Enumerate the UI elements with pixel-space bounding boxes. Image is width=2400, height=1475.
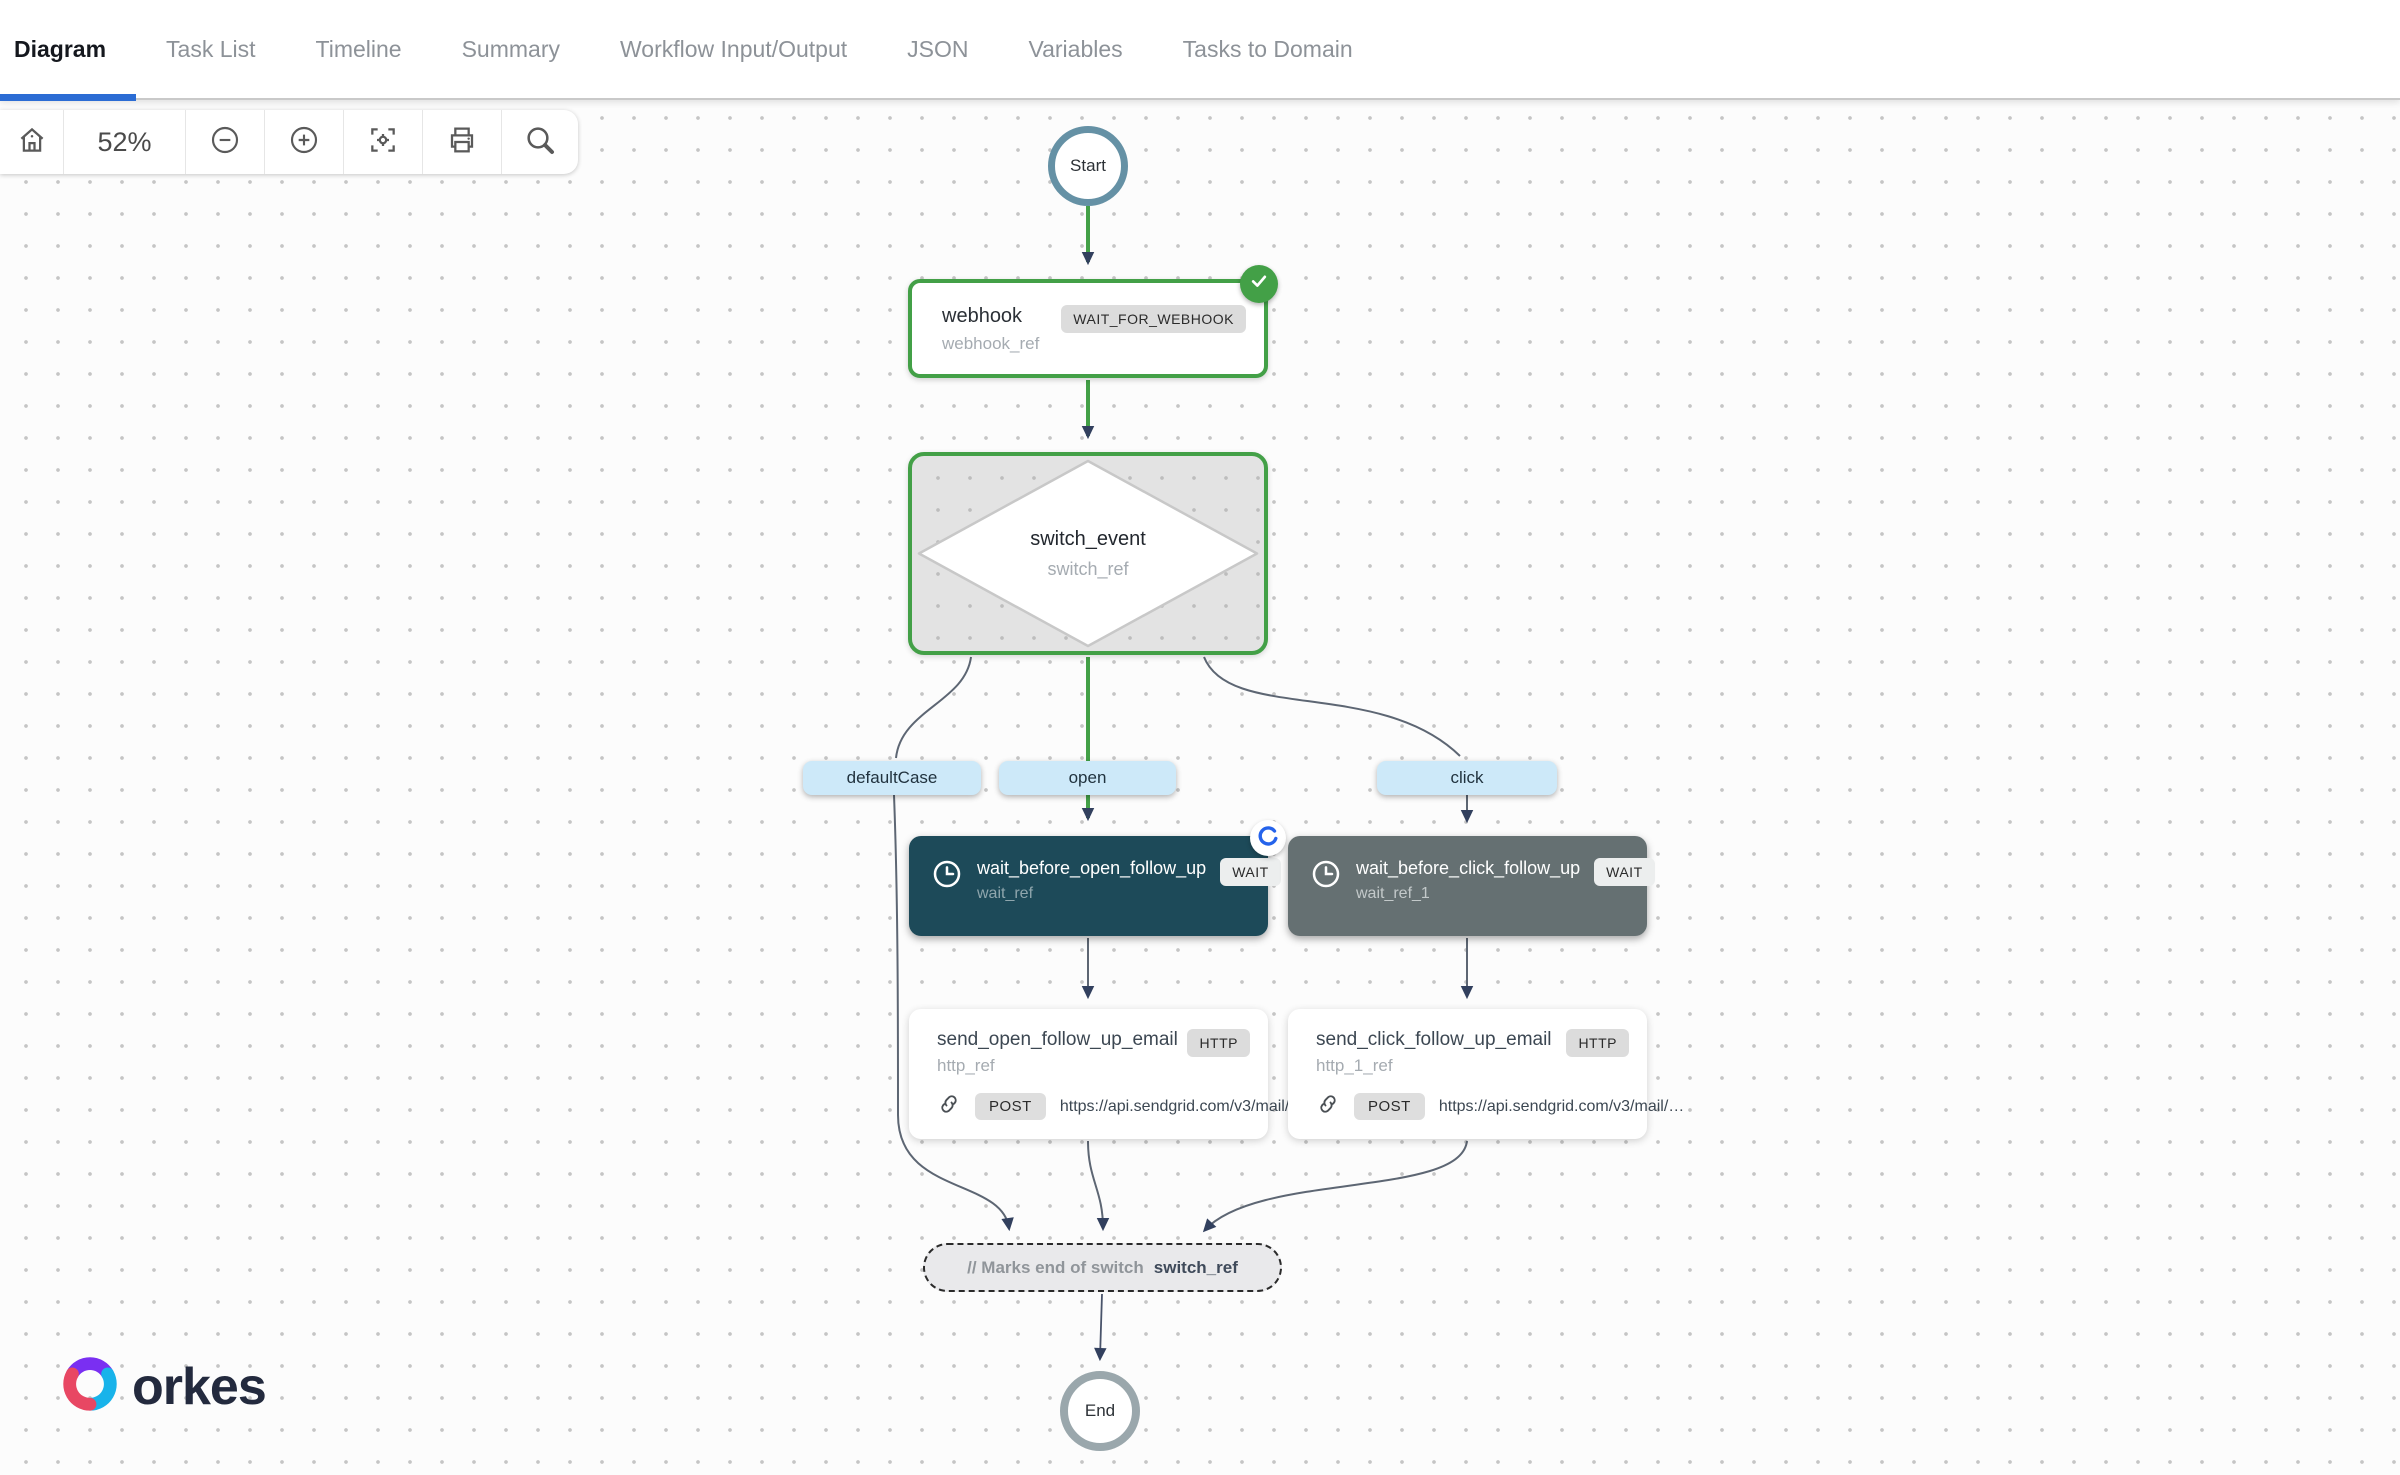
zoom-level-value: 52% <box>97 126 152 157</box>
wait-open-task-title: wait_before_open_follow_up <box>977 858 1207 878</box>
webhook-task-node[interactable]: webhook webhook_ref WAIT_FOR_WEBHOOK <box>908 265 1278 378</box>
branch-label-default-case[interactable]: defaultCase <box>803 761 981 795</box>
tab-tasks-to-domain[interactable]: Tasks to Domain <box>1182 35 1353 62</box>
branch-label-open[interactable]: open <box>999 761 1176 795</box>
switch-end-comment: // Marks end of switch <box>967 1257 1144 1277</box>
zoom-in-icon <box>288 124 320 161</box>
webhook-type-badge: WAIT_FOR_WEBHOOK <box>1061 305 1246 333</box>
http-click-task-ref: http_1_ref <box>1316 1056 1393 1075</box>
switch-task-node[interactable]: switch_event switch_ref <box>908 452 1268 655</box>
home-icon <box>17 125 47 160</box>
http-click-task-node[interactable]: send_click_follow_up_email http_1_ref HT… <box>1288 1009 1684 1139</box>
tab-timeline[interactable]: Timeline <box>315 35 402 62</box>
wait-click-task-ref: wait_ref_1 <box>1356 885 1430 902</box>
task-completed-badge <box>1240 265 1278 303</box>
tab-bar: Diagram Task List Timeline Summary Workf… <box>0 0 2400 101</box>
http-click-method-badge: POST <box>1354 1093 1425 1120</box>
spinner-icon <box>1256 824 1280 853</box>
zoom-out-button[interactable] <box>186 110 265 174</box>
http-open-type-badge: HTTP <box>1187 1029 1250 1057</box>
fit-view-button[interactable] <box>344 110 423 174</box>
search-button[interactable] <box>502 110 578 174</box>
print-icon <box>446 124 478 161</box>
wait-open-task-ref: wait_ref <box>977 885 1034 902</box>
webhook-task-ref: webhook_ref <box>942 334 1040 353</box>
wait-open-type-badge: WAIT <box>1220 858 1281 886</box>
http-click-type-badge: HTTP <box>1566 1029 1629 1057</box>
http-open-task-title: send_open_follow_up_email <box>937 1029 1178 1050</box>
diamond-shape <box>917 459 1259 648</box>
tab-workflow-input-output[interactable]: Workflow Input/Output <box>620 35 848 62</box>
link-icon <box>937 1092 961 1121</box>
http-open-url: https://api.sendgrid.com/v3/mail/… <box>1059 1097 1306 1115</box>
http-click-url: https://api.sendgrid.com/v3/mail/… <box>1438 1097 1685 1115</box>
switch-task-title: switch_event <box>1030 527 1146 550</box>
diagram-toolbar: 52% <box>0 110 578 174</box>
check-icon <box>1249 271 1269 297</box>
tab-summary[interactable]: Summary <box>461 35 560 62</box>
http-click-task-title: send_click_follow_up_email <box>1316 1029 1552 1050</box>
switch-end-ref: switch_ref <box>1153 1257 1238 1277</box>
search-icon <box>524 124 556 161</box>
fit-view-icon <box>367 124 399 161</box>
clock-icon <box>931 858 963 895</box>
tab-json[interactable]: JSON <box>907 35 969 62</box>
end-label: End <box>1084 1401 1116 1420</box>
orkes-wordmark: orkes <box>132 1357 267 1416</box>
switch-end-node[interactable]: // Marks end of switch switch_ref <box>923 1243 1282 1292</box>
tab-diagram[interactable]: Diagram <box>0 0 137 101</box>
zoom-level-display: 52% <box>64 110 186 174</box>
link-icon <box>1316 1092 1340 1121</box>
start-node[interactable]: Start <box>1048 126 1128 206</box>
task-in-progress-badge <box>1250 820 1286 856</box>
http-open-task-node[interactable]: send_open_follow_up_email http_ref HTTP … <box>909 1009 1305 1139</box>
branch-label-click[interactable]: click <box>1377 761 1557 795</box>
wait-click-type-badge: WAIT <box>1594 858 1655 886</box>
http-open-method-badge: POST <box>975 1093 1046 1120</box>
wait-open-task-node[interactable]: wait_before_open_follow_up wait_ref WAIT <box>909 820 1286 936</box>
end-node[interactable]: End <box>1060 1371 1140 1451</box>
webhook-task-title: webhook <box>942 305 1023 327</box>
orkes-logo-icon <box>58 1352 122 1421</box>
wait-click-task-title: wait_before_click_follow_up <box>1356 858 1581 878</box>
tab-variables[interactable]: Variables <box>1028 35 1123 62</box>
wait-click-task-node[interactable]: wait_before_click_follow_up wait_ref_1 W… <box>1288 836 1655 936</box>
start-label: Start <box>1070 156 1106 175</box>
zoom-in-button[interactable] <box>265 110 344 174</box>
zoom-out-icon <box>209 124 241 161</box>
tab-task-list[interactable]: Task List <box>166 35 256 62</box>
home-button[interactable] <box>0 110 64 174</box>
http-open-task-ref: http_ref <box>937 1056 995 1075</box>
clock-icon <box>1310 858 1342 895</box>
print-button[interactable] <box>423 110 502 174</box>
orkes-logo: orkes <box>58 1352 267 1421</box>
switch-task-ref: switch_ref <box>1047 558 1129 579</box>
